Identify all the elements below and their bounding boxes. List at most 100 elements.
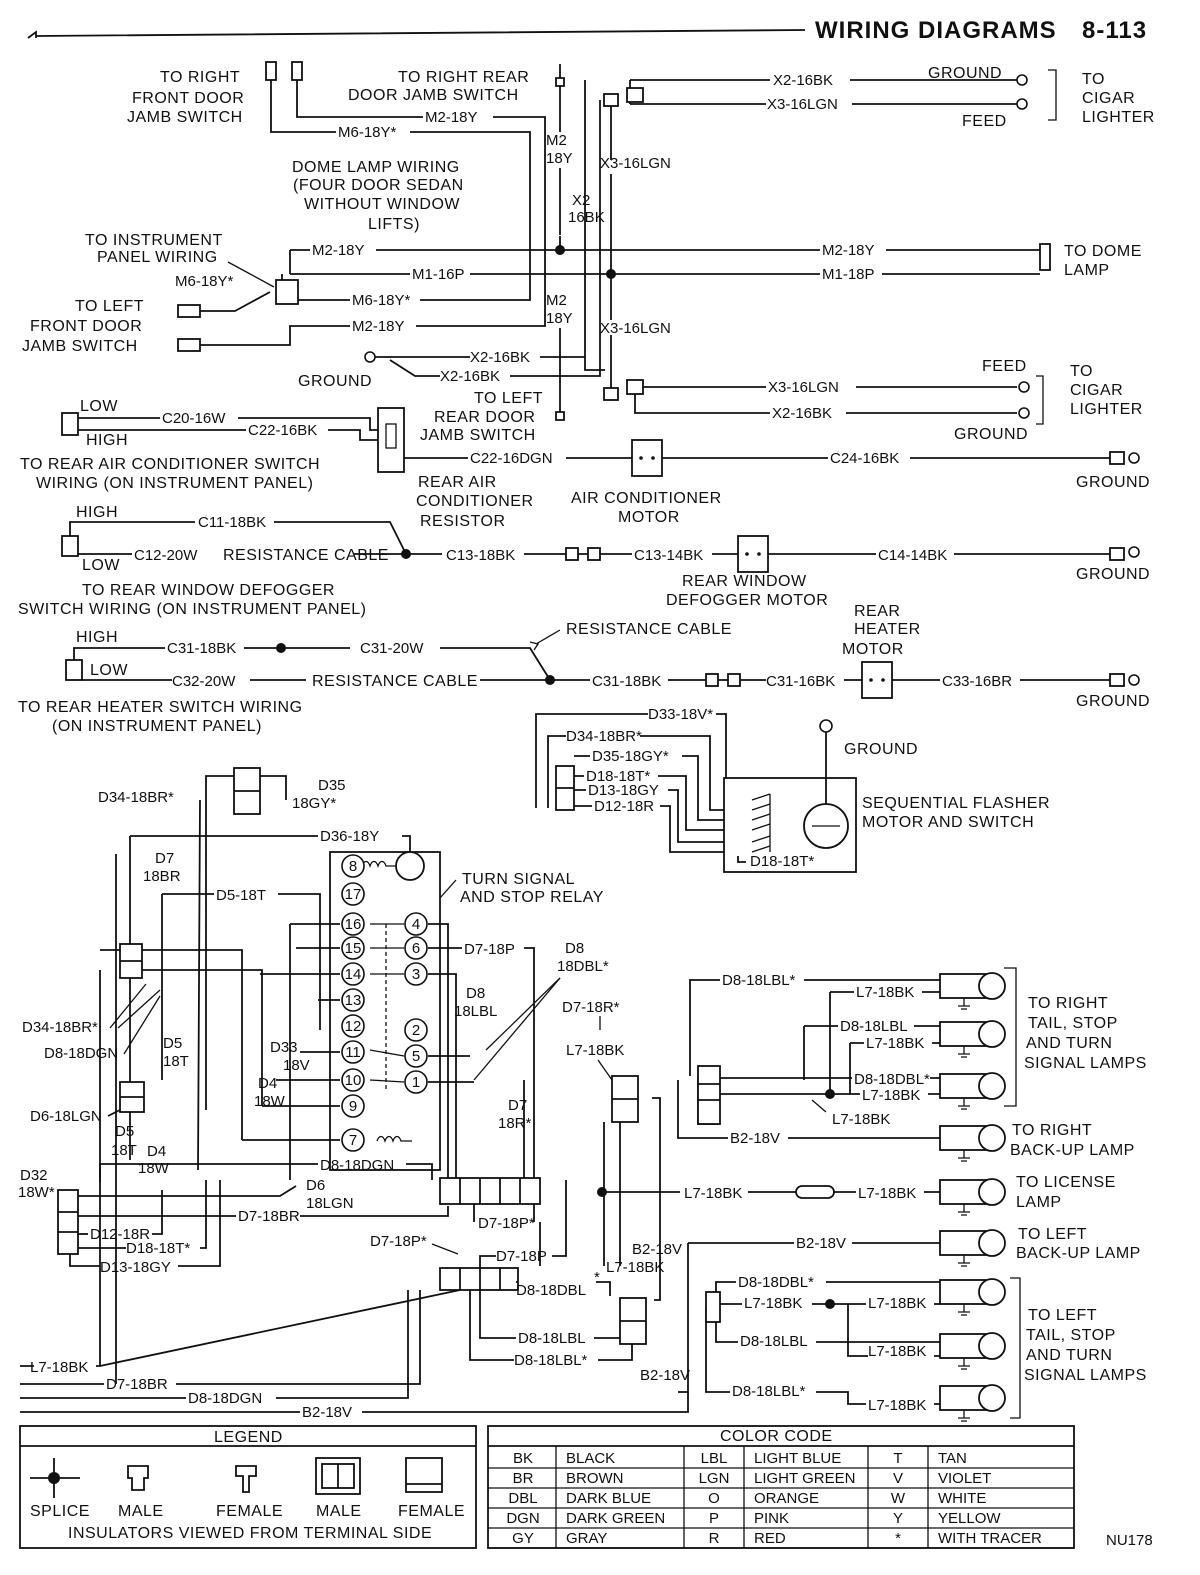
wire-c22-16dgn: C22-16DGN xyxy=(470,450,553,467)
color-code-cell: BROWN xyxy=(566,1470,624,1487)
label-left-rear-door-3: JAMB SWITCH xyxy=(420,427,536,444)
wire-l7-18bk-bottom: L7-18BK xyxy=(30,1359,88,1376)
wire-d8-18lbl-bottom: D8-18LBL xyxy=(518,1330,586,1347)
color-code-cell: W xyxy=(891,1490,906,1507)
relay-pin-left-10: 10 xyxy=(341,1068,365,1092)
wire-m2-18y-dome: M2-18Y xyxy=(312,242,365,259)
ground-eye-heater xyxy=(1128,674,1140,686)
ground-terminal-flasher xyxy=(819,719,833,733)
label-heater-motor-1: REAR xyxy=(854,603,900,620)
wire-d5-vertical-2: 18T xyxy=(163,1053,189,1070)
relay-pin-right-1: 1 xyxy=(404,1070,428,1094)
label-ground-cigar-mid: GROUND xyxy=(954,426,1028,443)
relay-pin-right-3: 3 xyxy=(404,962,428,986)
wire-m1-18p: M1-18P xyxy=(822,266,875,283)
wire-x2-vertical-2: 16BK xyxy=(568,209,605,226)
color-code-cell: LGN xyxy=(699,1470,730,1487)
label-rear-ac-resistor-3: RESISTOR xyxy=(420,513,506,530)
label-right-tail-4: SIGNAL LAMPS xyxy=(1024,1055,1147,1072)
label-right-tail-3: AND TURN xyxy=(1026,1035,1112,1052)
label-resistance-cable-defogger: RESISTANCE CABLE xyxy=(223,547,389,564)
wire-d5-18t-vertical-1: D5 xyxy=(115,1123,134,1140)
color-code-cell: R xyxy=(709,1530,720,1547)
turn-signal-relay-section: D34-18BR* D35 18GY* D36-18Y D7 18BR D5-1… xyxy=(18,767,620,1276)
wire-d8-18dbl-right: D8-18DBL* xyxy=(854,1071,930,1088)
label-dome-lamp-1: TO DOME xyxy=(1064,243,1142,260)
color-code-cell: YELLOW xyxy=(938,1510,1001,1527)
label-low-defogger: LOW xyxy=(82,557,120,574)
wire-l7-18bk-right-b: L7-18BK xyxy=(866,1035,924,1052)
wire-d7-vertical-2: 18BR xyxy=(143,868,181,885)
label-defogger-motor-2: DEFOGGER MOTOR xyxy=(666,592,828,609)
wire-x3-16lgn-cigar-mid: X3-16LGN xyxy=(768,379,839,396)
label-high-ac: HIGH xyxy=(86,432,128,449)
connector-x3-top xyxy=(603,93,619,107)
connector-left-harness-c xyxy=(57,1189,79,1255)
wire-c32-20w: C32-20W xyxy=(172,673,236,690)
wire-d7-vertical-1: D7 xyxy=(155,850,174,867)
wire-x2-16bk-b: X2-16BK xyxy=(440,368,500,385)
connector-instrument-panel xyxy=(275,279,299,305)
connector-bottom-harness xyxy=(439,1267,519,1291)
color-code-cell: T xyxy=(893,1450,902,1467)
relay-pin-left-17: 17 xyxy=(341,882,365,906)
terminal-cigar-mid-feed xyxy=(1018,381,1030,393)
wire-d12-18r-left: D12-18R xyxy=(90,1226,150,1243)
label-cigar-top-1: TO xyxy=(1082,71,1105,88)
label-cigar-mid-1: TO xyxy=(1070,363,1093,380)
wire-d34-18br: D34-18BR* xyxy=(566,728,642,745)
asterisk-d8-bottom: * xyxy=(594,1269,600,1286)
color-code-cell: GRAY xyxy=(566,1530,607,1547)
connector-relay-harness xyxy=(439,1177,541,1205)
wire-d33-vertical-2: 18V xyxy=(283,1057,310,1074)
wire-c13-14bk: C13-14BK xyxy=(634,547,703,564)
wire-d8-18dgn-left: D8-18DGN xyxy=(44,1045,118,1062)
ground-terminal-ac xyxy=(1109,451,1125,465)
legend-label-male-2: MALE xyxy=(316,1503,362,1520)
relay-pin-left-label: 7 xyxy=(349,1132,357,1149)
label-ground-ac: GROUND xyxy=(1076,474,1150,491)
label-ground-heater: GROUND xyxy=(1076,693,1150,710)
wire-m2-18y-left: M2-18Y xyxy=(352,318,405,335)
connector-rear-ac-switch xyxy=(61,412,79,436)
color-code-cell: V xyxy=(893,1470,903,1487)
wire-d18-18t: D18-18T* xyxy=(586,768,650,785)
wire-c31-16bk: C31-16BK xyxy=(766,673,835,690)
connector-cigar-top xyxy=(626,87,644,103)
label-right-front-door-1: TO RIGHT xyxy=(160,69,240,86)
lamp-socket xyxy=(939,1178,1006,1216)
relay-pin-left-label: 14 xyxy=(345,966,362,983)
label-right-tail-2: TAIL, STOP xyxy=(1028,1015,1118,1032)
wire-d6-vertical-1: D6 xyxy=(306,1177,325,1194)
wire-c31-18bk-heater: C31-18BK xyxy=(167,640,236,657)
wire-d6-18lgn-left: D6-18LGN xyxy=(30,1108,102,1125)
ac-motor xyxy=(631,439,663,477)
lamp-socket xyxy=(939,1072,1006,1110)
legend: LEGEND SPLICE MALE FEMALE MALE FEMALE IN… xyxy=(19,1425,477,1549)
color-code-cell: * xyxy=(895,1530,901,1547)
figure-reference: NU178 xyxy=(1106,1532,1153,1549)
splice-defogger xyxy=(401,549,411,559)
label-left-rear-door-1: TO LEFT xyxy=(474,390,543,407)
wire-d7-18r: D7-18R* xyxy=(562,999,620,1016)
rear-heater-motor xyxy=(861,661,893,699)
wire-m1-16p: M1-16P xyxy=(412,266,465,283)
label-feed-cigar-top: FEED xyxy=(962,113,1007,130)
license-inline-connector xyxy=(795,1185,835,1199)
wire-c13-18bk: C13-18BK xyxy=(446,547,515,564)
label-left-front-door-3: JAMB SWITCH xyxy=(22,338,138,355)
wire-l7-18bk-center-b: L7-18BK xyxy=(606,1259,664,1276)
color-code-cell: BR xyxy=(513,1470,534,1487)
label-relay-1: TURN SIGNAL xyxy=(462,871,575,888)
label-ground-cigar-top: GROUND xyxy=(928,65,1002,82)
wire-d5-18t-vertical-2: 18T xyxy=(111,1142,137,1159)
label-high-defogger: HIGH xyxy=(76,504,118,521)
label-rear-ac-resistor-2: CONDITIONER xyxy=(416,493,534,510)
label-left-backup-1: TO LEFT xyxy=(1018,1226,1087,1243)
label-heater-switch-1: TO REAR HEATER SWITCH WIRING xyxy=(18,699,303,716)
wire-d32-vertical-1: D32 xyxy=(20,1167,48,1184)
wire-d7r-vertical-1: D7 xyxy=(508,1097,527,1114)
label-dome-lamp-wiring-1: DOME LAMP WIRING xyxy=(292,159,460,176)
